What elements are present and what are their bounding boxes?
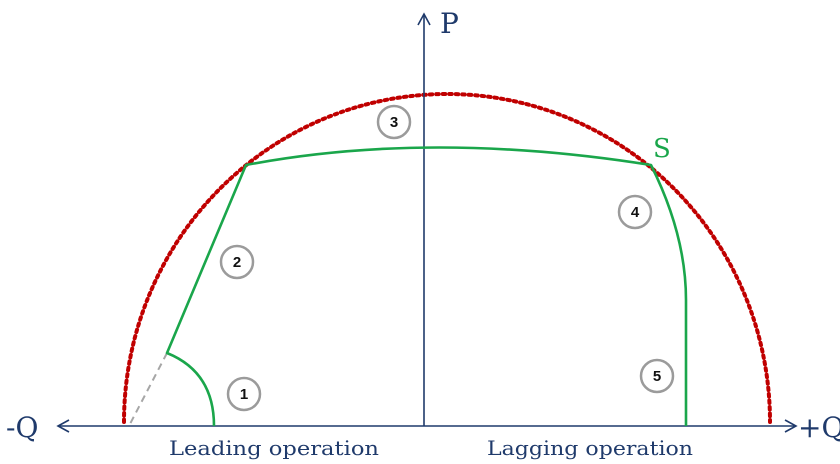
- marker-4-label: 4: [631, 204, 640, 221]
- capability-curve: [165, 146, 688, 427]
- pos-q-axis-label: +Q: [798, 411, 840, 444]
- neg-q-axis-label: -Q: [6, 411, 38, 444]
- marker-1: 1: [226, 376, 262, 412]
- p-axis-label: P: [440, 7, 459, 40]
- marker-4: 4: [617, 194, 653, 230]
- rating-circle: [122, 92, 772, 424]
- marker-2-label: 2: [233, 254, 241, 271]
- marker-3-label: 3: [390, 114, 398, 131]
- leading-operation-label: Leading operation: [169, 436, 379, 460]
- marker-2: 2: [219, 244, 255, 280]
- marker-5: 5: [639, 358, 675, 394]
- s-point-label: S: [653, 134, 671, 164]
- marker-1-label: 1: [240, 386, 248, 403]
- marker-3: 3: [376, 104, 412, 140]
- lagging-operation-label: Lagging operation: [487, 436, 693, 460]
- marker-5-label: 5: [653, 368, 661, 385]
- extension-dashed-line: [129, 352, 168, 425]
